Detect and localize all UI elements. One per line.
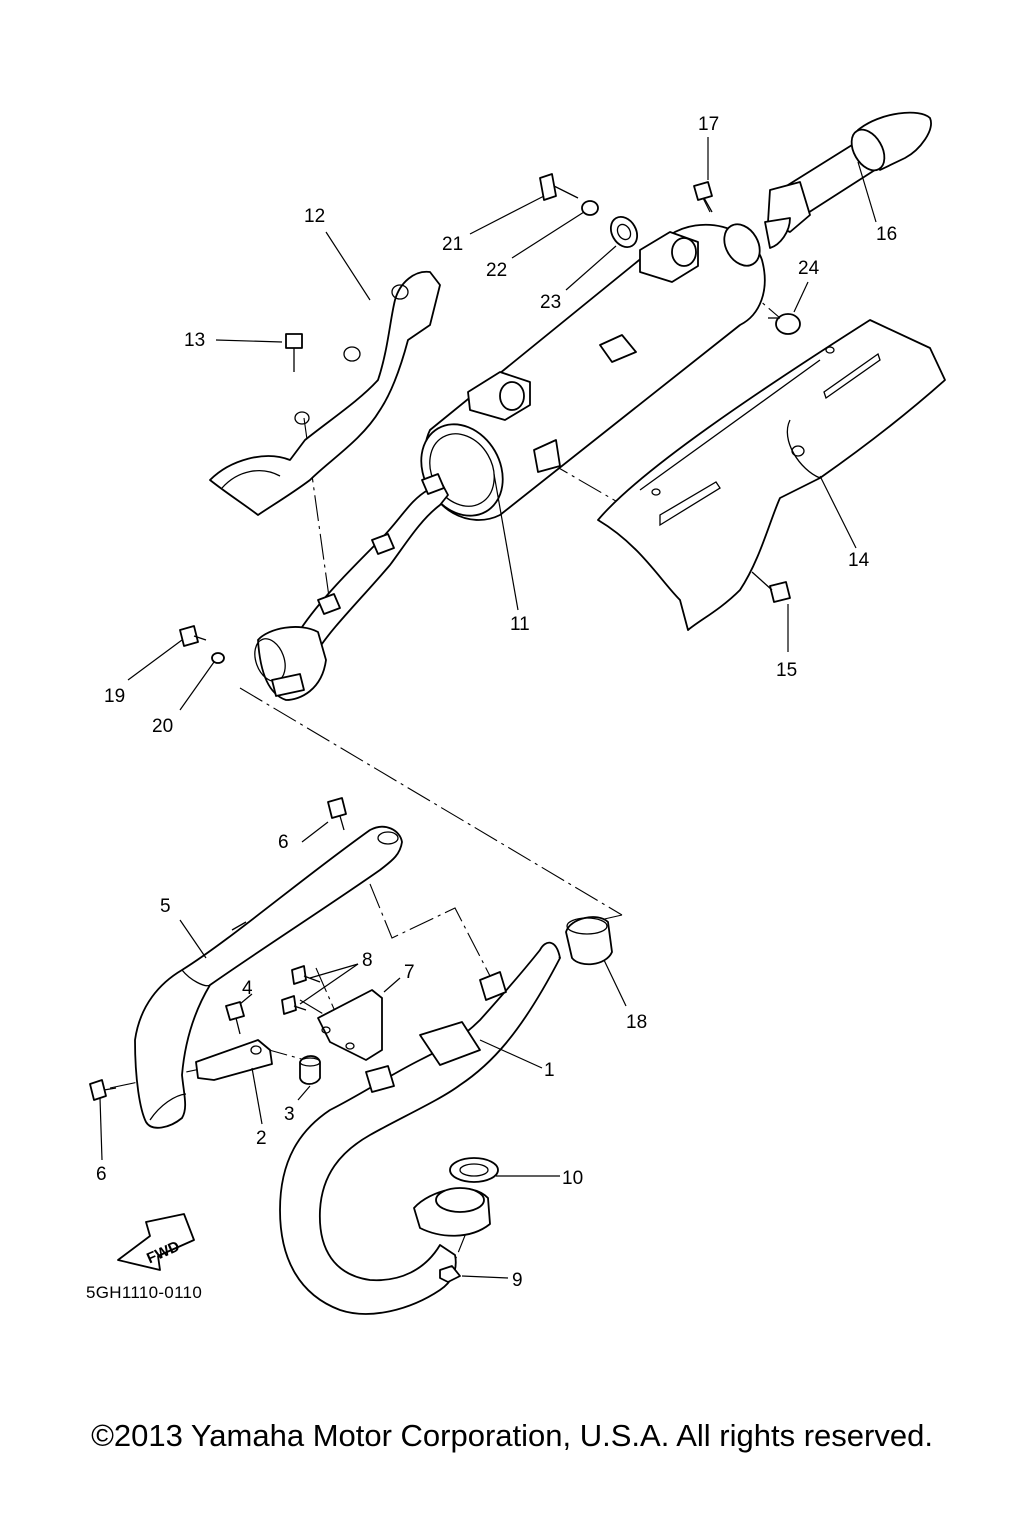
washer-20 [211,652,225,664]
bolt-15 [751,571,791,603]
washer-22 [581,200,599,216]
part-link-pipe [254,473,449,701]
collar-24 [768,313,801,335]
callout-16: 16 [876,224,897,245]
fwd-arrow-icon: FWD [117,1213,195,1271]
callout-11: 11 [510,614,530,635]
bolt-13 [285,333,303,372]
callout-14: 14 [848,550,870,571]
callout-13: 13 [184,330,205,351]
nut-9 [439,1265,461,1283]
callout-8: 8 [362,950,373,971]
callout-7: 7 [404,962,415,983]
part-heat-shield-12 [209,270,441,516]
callout-24: 24 [798,258,820,279]
copyright-notice: ©2013 Yamaha Motor Corporation, U.S.A. A… [91,1418,933,1453]
callout-1: 1 [544,1060,555,1081]
leader-lines [99,137,877,1279]
bolt-6-bottom [89,1079,117,1101]
bolt-8 [281,965,321,1015]
callout-12: 12 [304,206,325,227]
callout-9: 9 [512,1270,523,1291]
callout-6-top: 6 [278,832,289,853]
callout-labels: 17 16 12 21 22 23 24 13 14 11 15 19 20 6… [96,114,897,1291]
part-protector-5 [134,825,403,1129]
callout-10: 10 [562,1168,583,1189]
bolt-6-top [327,797,347,831]
callout-18: 18 [626,1012,647,1033]
part-exhaust-pipe-1 [279,941,561,1315]
part-bracket-2 [195,1039,273,1081]
callout-17: 17 [698,114,719,135]
bolt-19 [179,625,207,647]
diagram-code: 5GH1110-0110 [86,1283,203,1302]
part-collar-3 [299,1055,321,1085]
callout-19: 19 [104,686,125,707]
bolt-17 [693,181,713,213]
part-tail-pipe-16 [764,111,932,249]
callout-21: 21 [442,234,463,255]
callout-20: 20 [152,716,173,737]
callout-23: 23 [540,292,561,313]
callout-3: 3 [284,1104,295,1125]
part-gasket-10 [449,1157,499,1183]
grommet-23 [609,216,639,248]
part-heat-protector-14 [597,319,946,631]
part-joint-18 [565,916,613,966]
bolt-4 [225,1001,245,1035]
bolt-21 [539,173,579,201]
callout-22: 22 [486,260,507,281]
callout-2: 2 [256,1128,267,1149]
callout-6-bottom: 6 [96,1164,107,1185]
callout-5: 5 [160,896,171,917]
callout-4: 4 [242,978,253,999]
callout-15: 15 [776,660,797,681]
part-bracket-7 [317,989,383,1061]
